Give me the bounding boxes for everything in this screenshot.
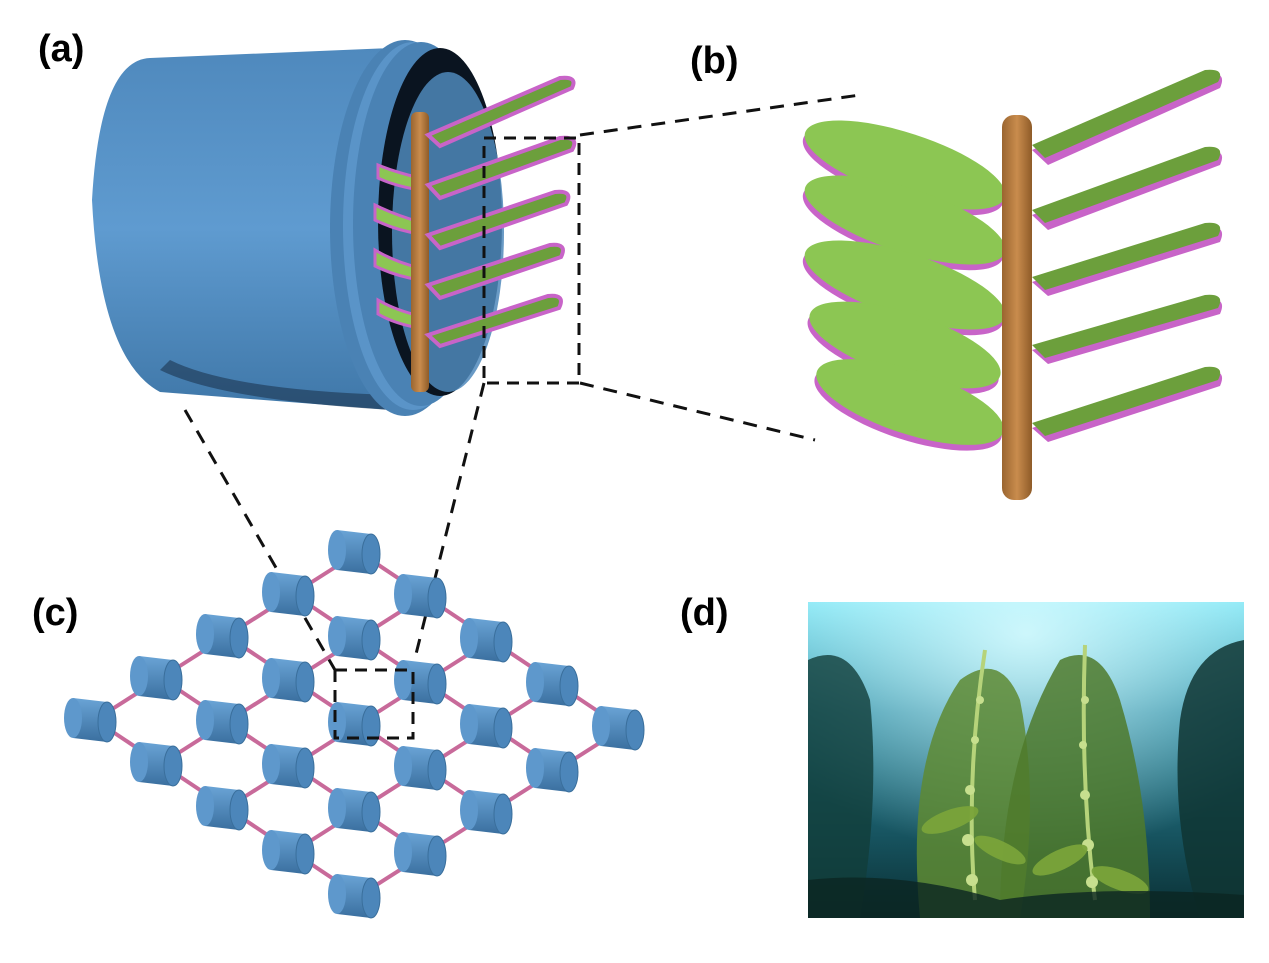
zoom-line-c-left: [183, 409, 337, 671]
array-cylinder: [394, 660, 447, 705]
panel-c-cylinder-array: [64, 530, 645, 919]
panel-label-d: (d): [680, 592, 729, 634]
array-cylinder: [196, 614, 249, 659]
array-cylinder: [328, 788, 381, 833]
zoom-box-a: [482, 136, 581, 385]
array-cylinder: [328, 702, 381, 747]
array-cylinder: [64, 698, 117, 743]
array-cylinder: [460, 790, 513, 835]
array-cylinder: [394, 746, 447, 791]
array-cylinder: [196, 786, 249, 831]
array-cylinder: [460, 618, 513, 663]
array-cylinder: [328, 874, 381, 919]
array-cylinder: [394, 832, 447, 877]
kelp-stem-left: [969, 649, 987, 901]
kelp-stem-right: [1081, 644, 1097, 901]
panel-label-b: (b): [690, 40, 739, 82]
array-cylinder: [262, 744, 315, 789]
stem-a: [411, 112, 429, 392]
array-cylinder: [460, 704, 513, 749]
leaves-a: [424, 75, 577, 349]
panel-d-kelp-photo: [808, 602, 1244, 918]
array-cylinder: [130, 656, 183, 701]
right-leaves-b: [1032, 69, 1223, 442]
zoom-line-bottom: [579, 381, 816, 442]
array-cylinder: [328, 616, 381, 661]
array-cylinder: [262, 572, 315, 617]
zoom-line-c-right: [410, 382, 486, 671]
stem-b: [1002, 115, 1032, 500]
array-cylinder: [262, 658, 315, 703]
panel-label-a: (a): [38, 28, 85, 70]
array-cylinder: [196, 700, 249, 745]
cylinder-body: [92, 48, 392, 410]
array-cylinder: [526, 662, 579, 707]
array-cylinder: [130, 742, 183, 787]
array-cylinder: [592, 706, 645, 751]
zoom-box-c: [333, 668, 415, 740]
array-cylinder: [526, 748, 579, 793]
panel-b-leaf-detail: [802, 69, 1223, 500]
array-cylinder: [262, 830, 315, 875]
panel-label-c: (c): [32, 592, 79, 634]
panel-a-cylinder-unit: [92, 40, 581, 416]
left-leaves-b: [802, 120, 1006, 451]
array-cylinder: [394, 574, 447, 619]
array-cylinder: [328, 530, 381, 575]
kelp-frond-right: [1000, 655, 1150, 918]
